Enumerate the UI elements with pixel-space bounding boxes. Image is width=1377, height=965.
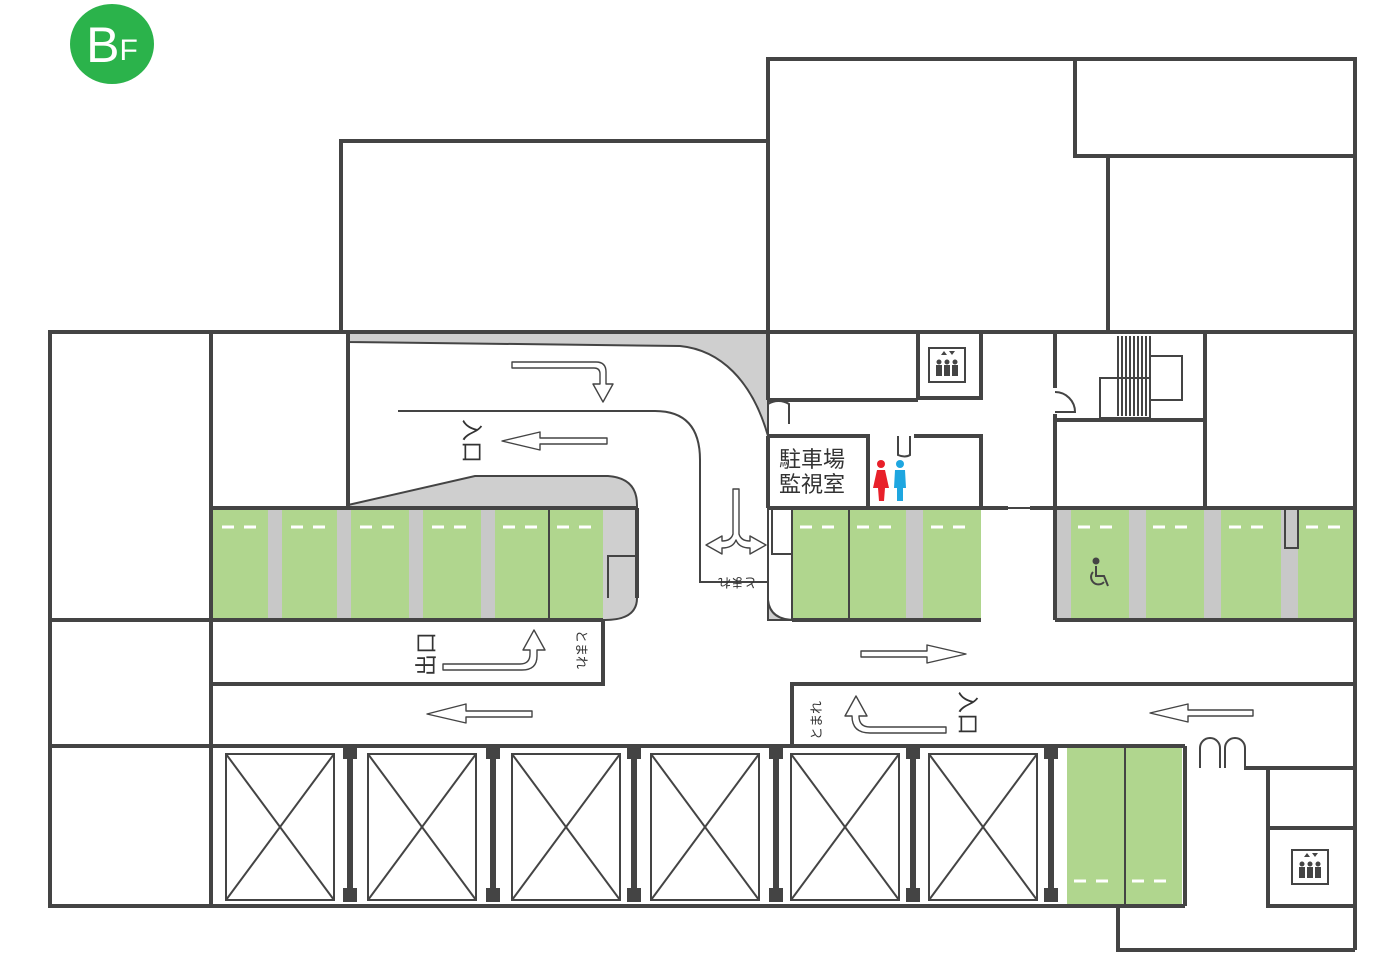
parking-stall [1125,746,1182,904]
arrow-curve-up [442,629,546,671]
entrance-label: 入口 [954,691,979,735]
restroom-icon [873,460,906,501]
parking-stall [423,508,481,620]
parking-stall [1221,508,1281,620]
pillar [268,508,282,620]
parking-stall [549,508,603,620]
floor-suffix: F [119,34,138,67]
pillar [1129,508,1146,620]
arrow-left [426,703,533,724]
pillar [1204,508,1221,620]
interior-details [398,336,1299,768]
arrow-split [705,488,767,555]
ramp-curve [347,331,769,437]
pillar [906,508,923,620]
traffic-arrows [426,361,1254,734]
pillar [1055,508,1071,620]
arrow-left [1149,703,1254,723]
elevator-icon [928,347,966,383]
entrance-label: 入口 [458,419,483,463]
arrow-curve-up [844,695,947,734]
parking-stall [1067,746,1125,904]
arrow-right [860,644,967,664]
pillar [337,508,351,620]
exit-label: 出口 [415,632,440,676]
parking-stall [495,508,549,620]
floor-letter: B [86,17,120,73]
arrow-left [501,431,608,451]
stop-label: とまれ [573,630,588,669]
parking-stall [849,508,906,620]
parking-stall [923,508,981,620]
stall-markings [222,525,1340,883]
parking-stall [213,508,268,620]
parking-stalls [213,508,1354,904]
parking-stall [1146,508,1204,620]
elevator-icon [1291,849,1329,885]
pillar [1281,508,1298,620]
walls [48,57,1357,952]
parking-stall [792,508,849,620]
stop-label: とまれ [718,574,757,589]
parking-stall [351,508,409,620]
parking-stall-accessible [1071,508,1129,620]
stop-label: とまれ [810,701,825,740]
pillar [481,508,495,620]
arrow-curve-down [511,361,614,403]
office-label-line1: 駐車場 [779,448,845,473]
parking-stall [1298,508,1354,620]
structural-bays [225,747,1058,902]
parking-stall [282,508,337,620]
wheelchair-icon [1090,557,1109,587]
office-label-line2: 監視室 [779,473,845,498]
pillar [409,508,423,620]
